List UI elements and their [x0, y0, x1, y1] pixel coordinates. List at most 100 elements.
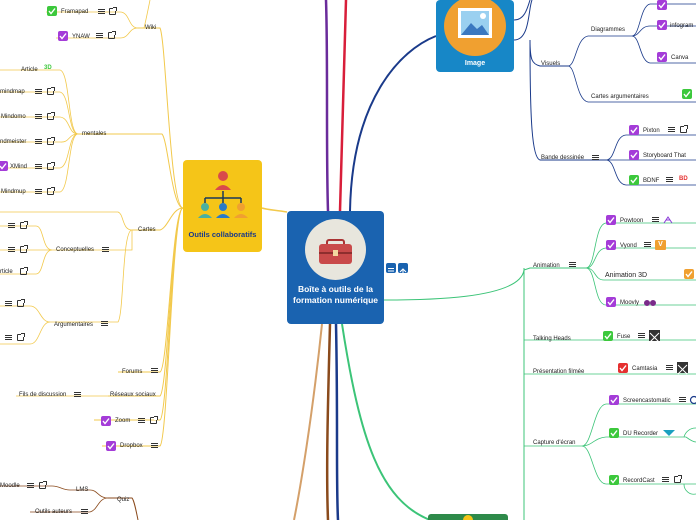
notes-icon[interactable] — [569, 262, 576, 269]
bande-label: Bande dessinée — [541, 155, 585, 161]
image-node[interactable]: Image — [436, 0, 514, 72]
canva-label[interactable]: Canva — [671, 55, 689, 61]
image-title: Image — [464, 60, 486, 67]
notes-icon[interactable] — [35, 114, 42, 121]
vyond-label[interactable]: Vyond — [620, 243, 637, 249]
notes-icon[interactable] — [8, 247, 15, 254]
powtoon-logo-icon — [663, 216, 673, 224]
external-link-icon[interactable] — [109, 7, 117, 15]
external-link-icon[interactable] — [39, 481, 47, 489]
collab-node[interactable]: Outils collaboratifs — [183, 160, 262, 252]
notes-icon[interactable] — [102, 247, 109, 254]
notes-icon[interactable] — [98, 9, 105, 16]
conceptuelles-label: Conceptuelles — [56, 247, 95, 253]
external-link-icon[interactable] — [20, 267, 28, 275]
notes-icon[interactable] — [35, 164, 42, 171]
central-node[interactable]: Boîte à outils de la formation numérique — [287, 211, 384, 324]
external-link-icon[interactable] — [47, 187, 55, 195]
framapad-label[interactable]: Framapad — [61, 9, 89, 15]
check-icon — [606, 297, 616, 307]
notes-icon[interactable] — [96, 33, 103, 40]
external-link-icon[interactable] — [674, 475, 682, 483]
notes-icon[interactable] — [27, 483, 34, 490]
notes-icon[interactable] — [81, 509, 88, 516]
fuse-label[interactable]: Fuse — [617, 334, 631, 340]
article2-label[interactable]: rticle — [0, 269, 13, 275]
fuse-logo-icon — [649, 330, 660, 343]
camtasia-label[interactable]: Camtasia — [632, 366, 658, 372]
notes-icon[interactable] — [666, 365, 673, 372]
du-recorder-label[interactable]: DU Recorder — [623, 431, 659, 437]
notes-icon[interactable] — [386, 263, 396, 274]
notes-icon[interactable] — [679, 397, 686, 404]
du-recorder-logo-icon — [663, 430, 675, 436]
notes-icon[interactable] — [138, 418, 145, 425]
notes-icon[interactable] — [592, 155, 599, 162]
pixton-label[interactable]: Pixton — [643, 128, 660, 134]
notes-icon[interactable] — [5, 301, 12, 308]
notes-icon[interactable] — [662, 477, 669, 484]
external-link-icon[interactable] — [47, 112, 55, 120]
check-icon — [629, 175, 639, 185]
moodle-label[interactable]: Moodle — [0, 483, 20, 489]
external-link-icon[interactable] — [17, 333, 25, 341]
notes-icon[interactable] — [35, 189, 42, 196]
notes-icon[interactable] — [35, 89, 42, 96]
mindmeister-label[interactable]: ndmeister — [0, 139, 27, 145]
notes-icon[interactable] — [652, 217, 659, 224]
dropbox-label[interactable]: Dropbox — [120, 443, 143, 449]
presentation-label: Présentation filmée — [533, 369, 585, 375]
external-link-icon[interactable] — [47, 162, 55, 170]
external-link-icon[interactable] — [20, 221, 28, 229]
notes-icon[interactable] — [638, 333, 645, 340]
external-link-icon[interactable] — [20, 245, 28, 253]
bdnf-label[interactable]: BDNF — [643, 178, 660, 184]
mindmup-label[interactable]: Mindmup — [1, 189, 26, 195]
notes-icon[interactable] — [5, 335, 12, 342]
external-link-icon[interactable] — [680, 125, 688, 133]
external-link-icon[interactable] — [150, 416, 158, 424]
check-icon — [657, 20, 667, 30]
notes-icon[interactable] — [151, 368, 158, 375]
notes-icon[interactable] — [8, 223, 15, 230]
quiz-label: Quiz — [117, 497, 130, 503]
notes-icon[interactable] — [644, 242, 651, 249]
mindmap-label[interactable]: mindmap — [0, 89, 25, 95]
notes-icon[interactable] — [101, 321, 108, 328]
moovly-logo-icon — [644, 300, 656, 306]
reseaux-label: Réseaux sociaux — [110, 392, 156, 398]
storyboard-label[interactable]: Storyboard That — [643, 153, 686, 159]
check-icon — [609, 428, 619, 438]
cartes-arg-label: Cartes argumentaires — [591, 94, 649, 100]
notes-icon[interactable] — [35, 139, 42, 146]
notes-icon[interactable] — [151, 443, 158, 450]
check-icon — [657, 52, 667, 62]
collab-title: Outils collaboratifs — [188, 230, 257, 239]
ynaw-label[interactable]: YNAW — [72, 34, 90, 40]
external-link-icon[interactable] — [47, 137, 55, 145]
check-icon — [609, 475, 619, 485]
animation3d-label[interactable]: Animation 3D — [605, 272, 648, 279]
animation-label: Animation — [533, 263, 560, 269]
external-link-icon[interactable] — [47, 87, 55, 95]
mindomo-label[interactable]: Mindomo — [1, 114, 26, 120]
screencast-label[interactable]: Screencastomatic — [623, 398, 671, 404]
notes-icon[interactable] — [666, 177, 673, 184]
forums-label: Forums — [122, 369, 143, 375]
outils-auteurs-label: Outils auteurs — [35, 509, 73, 515]
external-link-icon[interactable] — [108, 31, 116, 39]
check-icon — [609, 395, 619, 405]
notes-icon[interactable] — [668, 127, 675, 134]
link-icon[interactable] — [398, 263, 408, 274]
external-link-icon[interactable] — [17, 299, 25, 307]
article-label[interactable]: Article — [21, 67, 38, 73]
talking-label: Talking Heads — [533, 336, 571, 342]
moovly-label[interactable]: Moovly — [620, 300, 640, 306]
infogram-label[interactable]: infogram — [670, 23, 694, 29]
recordcast-label[interactable]: RecordCast — [623, 478, 655, 484]
xmind-label[interactable]: XMind — [10, 164, 28, 170]
zoom-label[interactable]: Zoom — [115, 418, 131, 424]
powtoon-label[interactable]: Powtoon — [620, 218, 644, 224]
notes-icon[interactable] — [74, 392, 81, 399]
wiki-label: Wiki — [145, 25, 157, 31]
